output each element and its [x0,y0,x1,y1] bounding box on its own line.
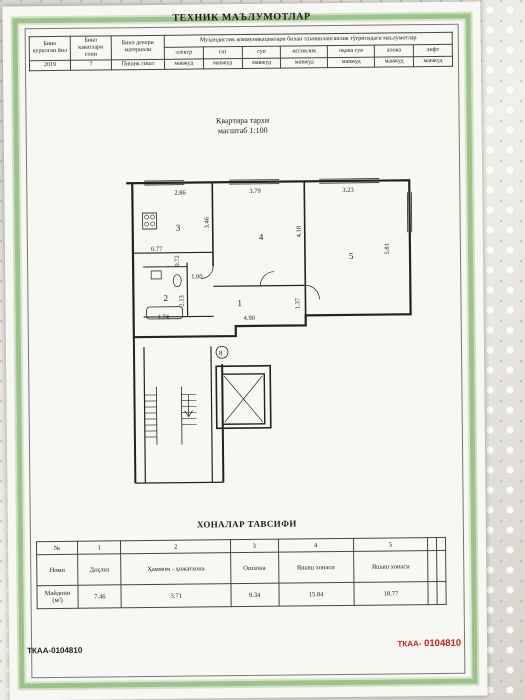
room-name: Яшаш хонаси [353,550,429,583]
dim-label: 4.90 [244,315,255,322]
room-name: Ошхона [230,552,279,584]
room-number: 2 [163,293,168,303]
lift-wall [215,364,272,430]
technical-passport-page: ТЕХНИК МАЪЛУМОТЛАР Бино курилган йил Бин… [2,1,488,700]
room-area: 18.77 [353,581,429,606]
dim-label: 3.23 [342,187,353,194]
dim-label: 0.72 [174,255,181,266]
floor-plan: 2.86 3.79 3.23 3.46 4.18 5.81 0.77 0.72 … [126,178,413,484]
room-no: 2 [120,539,231,554]
bathtub [146,306,184,320]
wall [132,251,213,254]
sink [150,270,162,280]
room-no: 1 [77,540,122,555]
room-no: 4 [278,538,354,553]
stair-run [180,386,183,445]
room-name: Яшаш хонаси [278,551,354,584]
wall [303,181,307,316]
stair-wall [143,347,146,484]
label-no: № [36,541,78,555]
wall [211,182,214,267]
dim-label: 0.77 [151,246,163,253]
window [144,180,185,186]
dim-label: 2.86 [174,190,186,197]
room-area: 7.46 [77,584,122,609]
stove-burner [144,221,149,227]
room-name: Даҳлиз [77,553,122,586]
dim-label: 4.18 [296,226,303,237]
room-no: 5 [352,537,429,552]
door-arc [305,285,320,300]
door-arc [259,271,275,286]
room-area: 15.84 [278,582,354,607]
dim-label: 1.74 [158,314,170,321]
stove [142,212,158,230]
room-no: 3 [230,539,279,553]
serial-digits: 0104810 [424,637,462,650]
room-number: 1 [237,298,242,308]
wall [213,284,306,287]
dim-label: 1.00 [191,273,202,280]
stair-arrow [184,394,193,418]
window [406,192,413,233]
dim-label: 2.13 [178,295,185,306]
room-area [428,581,438,605]
wall [143,315,214,318]
wall [186,262,189,317]
room-area: 9.34 [230,583,279,607]
stove-burner [150,214,155,220]
stove-burner [150,221,155,227]
window [319,178,380,184]
door-arc [201,266,214,279]
rooms-table: № 1 2 3 4 5 Номи Даҳлиз Ҳаммом - ҳожатхо… [36,537,447,609]
dim-label: 5.81 [384,243,391,254]
window [229,179,280,185]
stair-run [155,386,158,445]
outer-wall [126,179,412,339]
label-name: Номи [36,554,78,586]
dim-label: 3.46 [204,216,211,228]
dim-label: 1.37 [294,297,301,309]
label-area: Майдони (м²) [36,585,79,609]
toilet [172,274,182,288]
stair-wall [132,337,137,484]
serial-prefix: ТКАА- [397,639,422,649]
room-name [436,550,446,582]
stair-wall [210,346,213,483]
room-area: 3.71 [121,583,231,608]
room-area [437,581,447,605]
room-no [436,537,446,551]
entrance-marker [215,345,229,359]
stair-steps [144,394,197,438]
dim-label: 3.79 [249,188,260,195]
room-number: 5 [349,251,354,261]
lift-cross [223,375,264,423]
room-number: 4 [259,232,264,242]
serial-number-right: ТКАА- 0104810 [397,638,461,650]
stove-burner [144,214,149,220]
stair-wall [135,481,224,484]
entrance-number: 8 [219,349,223,357]
room-number: 3 [176,223,181,233]
room-name: Ҳаммом - ҳожатхона [121,552,231,585]
room-name [428,550,438,582]
serial-number-left: ТКАА-0104810 [27,645,83,656]
room-no [427,537,437,551]
lift-shaft [221,373,266,425]
